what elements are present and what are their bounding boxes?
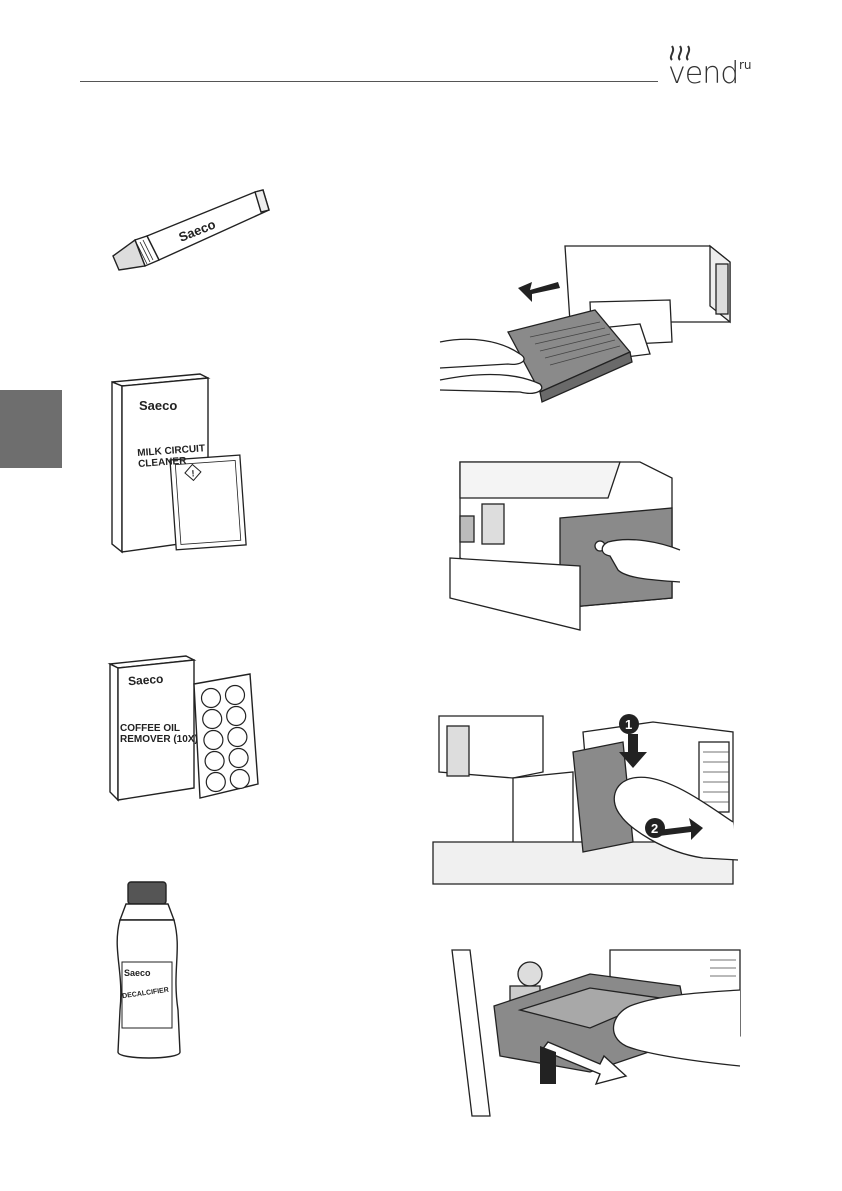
badge-1: 1: [625, 717, 632, 732]
header-rule: [80, 81, 658, 82]
logo-text: vend: [668, 56, 739, 91]
step-open-service-door-image: [449, 461, 681, 631]
tablet-cell: [205, 771, 226, 793]
section-tab: [0, 390, 62, 468]
coffee-oil-line2: REMOVER (10X): [120, 734, 198, 745]
decalcifier-image: [116, 881, 181, 1059]
coffee-oil-brand: Saeco: [127, 671, 164, 689]
coffee-oil-name: COFFEE OIL REMOVER (10X): [120, 723, 198, 745]
grease-tube-image: Saeco: [112, 189, 270, 271]
step-remove-drip-tray-image: [439, 244, 731, 403]
tablet-cell: [227, 726, 248, 748]
step-remove-brew-group-image: 1 2: [432, 714, 739, 885]
svg-text:!: !: [191, 468, 195, 478]
milk-cleaner-brand: Saeco: [139, 398, 178, 413]
logo-superscript: ru: [739, 58, 752, 72]
steam-icon: [669, 45, 691, 61]
badge-2: 2: [651, 821, 658, 836]
tablet-cell: [224, 684, 246, 706]
tablet-cell: [226, 705, 247, 727]
tablet-cell: [202, 708, 223, 730]
decalcifier-brand: Saeco: [124, 968, 151, 978]
tablet-cell: [203, 729, 224, 751]
tablet-cell: [200, 687, 222, 709]
tablet-cell: [228, 747, 249, 769]
milk-cleaner-name: MILK CIRCUIT CLEANER: [137, 443, 206, 470]
coffee-oil-line1: COFFEE OIL: [120, 723, 180, 734]
coffee-oil-remover-image: [107, 655, 259, 802]
milk-cleaner-image: !: [111, 373, 247, 554]
tablet-cell: [229, 768, 250, 790]
tablet-cell: [204, 750, 225, 772]
step-remove-grounds-drawer-image: [451, 949, 741, 1117]
